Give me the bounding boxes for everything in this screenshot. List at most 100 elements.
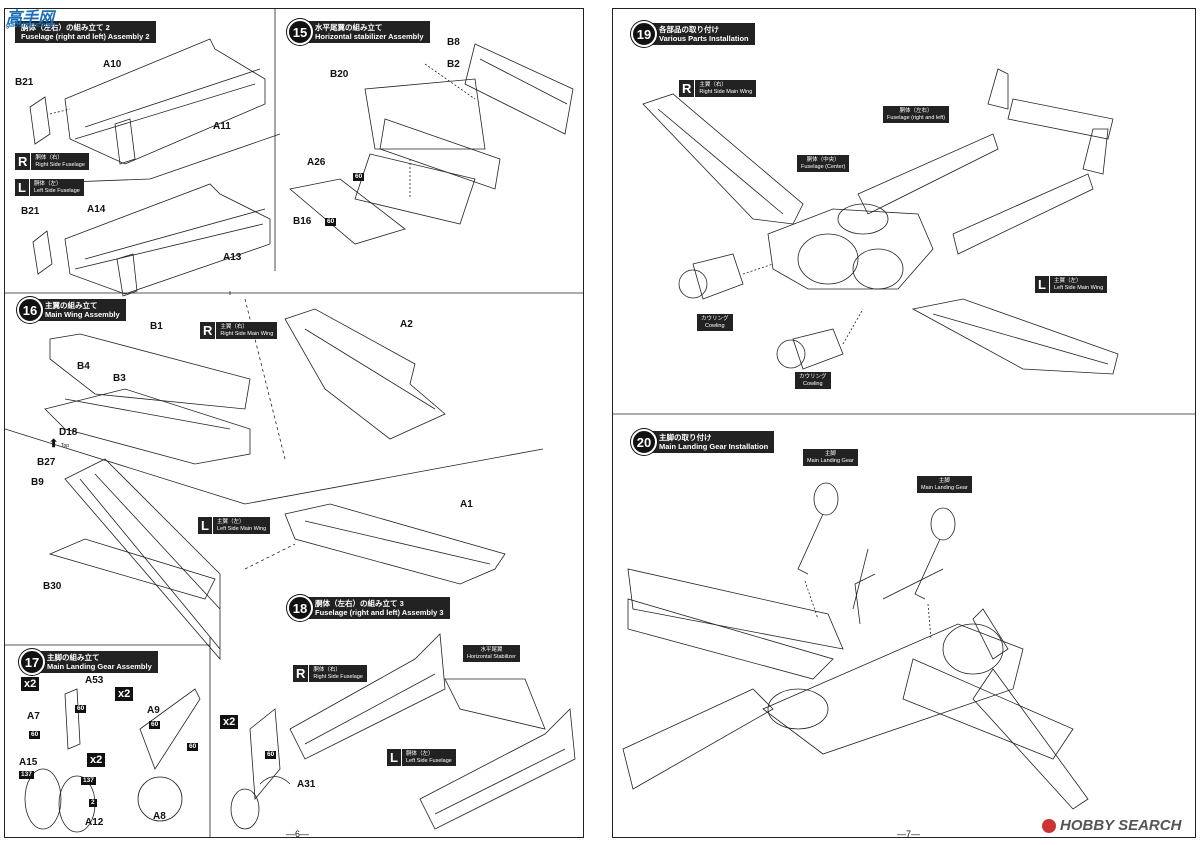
part-b1: B1 [150,321,163,332]
callout-en: Cowling [704,322,725,329]
tag-jp: 主翼（右） [699,82,727,88]
callout-jp: 胴体（中央） [806,157,840,163]
tag-left-fuselage: L 胴体（左）Left Side Fuselage [387,749,456,766]
tag-letter-l: L [15,179,30,196]
callout-main-landing-gear-2: 主脚 Main Landing Gear [917,476,972,493]
step15-header: 15 水平尾翼の組み立て Horizontal stabilizer Assem… [287,19,430,45]
multiplier-x2: x2 [220,715,239,729]
tag-en: Left Side Fuselage [405,757,452,764]
tag-en: Left Side Main Wing [1053,284,1104,291]
part-b4: B4 [77,361,90,372]
step18-number: 18 [287,595,313,621]
part-a11: A11 [213,121,231,132]
part-a31: A31 [297,779,316,790]
part-a26: A26 [307,157,326,168]
tag-jp: 主翼（左） [1053,278,1082,284]
part-a2: A2 [400,319,413,330]
tag-letter-l: L [198,517,213,534]
part-b30: B30 [43,581,62,592]
part-a14: A14 [87,204,106,215]
callout-main-landing-gear: 主脚 Main Landing Gear [803,449,858,466]
step14-title-en: Fuselage (right and left) Assembly 2 [21,32,150,41]
watermark-url-top: gaoshous.com [6,22,56,29]
arrow-up-icon: ⬆ [49,438,59,450]
callout-jp: カウリング [701,316,729,322]
callout-cowling: カウリング Cowling [697,314,733,331]
step20-title-en: Main Landing Gear Installation [659,442,769,451]
tag-letter-r: R [293,665,310,682]
callout-horizontal-stabilizer: 水平尾翼 Horizontal Stabilizer [463,645,520,662]
step20-title-jp: 主脚の取り付け [659,433,712,442]
callout-en: Fuselage (right and left) [887,114,946,121]
callout-jp: 主脚 [824,451,836,457]
callout-fuselage-center: 胴体（中央） Fuselage (Center) [797,155,850,172]
multiplier-x2: x2 [21,677,40,691]
part-a15: A15 [19,757,38,768]
step17-header: 17 主脚の組み立て Main Landing Gear Assembly [19,649,158,675]
step19-title-jp: 各部品の取り付け [659,25,719,34]
part-a10: A10 [103,59,122,70]
callout-en: Main Landing Gear [921,484,968,491]
tag-jp: 胴体（左） [405,751,434,757]
step15-title-jp: 水平尾翼の組み立て [315,23,383,32]
tag-jp: 主翼（右） [220,324,248,330]
paint-code-60: 60 [353,173,365,181]
step17-number: 17 [19,649,45,675]
watermark-brand-bottom: HOBBY SEARCH [1060,817,1182,834]
step20-number: 20 [631,429,657,455]
paint-code-2: 2 [89,799,97,807]
tag-en: Right Side Fuselage [313,673,363,680]
watermark-brand-top: 高手网 [6,10,55,27]
right-page-line-art [613,68,1195,810]
step16-title-en: Main Wing Assembly [45,310,120,319]
instruction-page-left: 胴体（左右）の組み立て 2 Fuselage (right and left) … [4,8,584,838]
step15-title-en: Horizontal stabilizer Assembly [315,32,424,41]
tag-en: Right Side Fuselage [35,161,85,168]
step17-title-en: Main Landing Gear Assembly [47,662,152,671]
multiplier-x2: x2 [115,687,134,701]
paint-code-60: 60 [325,218,337,226]
step16-title-jp: 主翼の組み立て [45,301,98,310]
tag-right-main-wing: R 主翼（右）Right Side Main Wing [679,80,757,97]
part-b20: B20 [330,69,349,80]
part-a13: A13 [223,252,242,263]
page-number-left: —6— [280,829,316,837]
hobbysearch-logo-icon [1042,818,1056,833]
paint-code-137: 137 [19,771,34,779]
tag-jp: 胴体（右） [313,667,341,673]
tag-right-fuselage: R 胴体（右）Right Side Fuselage [15,153,89,170]
step18-title-jp: 胴体（左右）の組み立て 3 [315,599,404,608]
step18-header: 18 胴体（左右）の組み立て 3 Fuselage (right and lef… [287,595,450,621]
part-a1: A1 [460,499,473,510]
tag-letter-r: R [200,322,217,339]
step14-title-jp: 胴体（左右）の組み立て 2 [21,23,110,32]
callout-jp: 水平尾翼 [480,647,503,653]
tag-jp: 胴体（右） [35,155,63,161]
tag-en: Right Side Main Wing [220,330,274,337]
tag-jp: 主翼（左） [216,519,245,525]
tag-en: Left Side Fuselage [33,187,80,194]
paint-code-60: 60 [265,751,277,759]
step14-header: 胴体（左右）の組み立て 2 Fuselage (right and left) … [15,21,156,43]
step16-header: 16 主翼の組み立て Main Wing Assembly [17,297,126,323]
step16-number: 16 [17,297,43,323]
step15-number: 15 [287,19,313,45]
part-d18: D18 [59,427,78,438]
top-note: Top [61,443,70,449]
tag-right-main-wing: R 主翼（右）Right Side Main Wing [200,322,278,339]
part-a12: A12 [85,817,104,828]
callout-en: Main Landing Gear [807,457,854,464]
paint-code-137: 137 [81,777,96,785]
callout-jp: カウリング [799,374,827,380]
callout-jp: 主脚 [938,478,950,484]
callout-jp: 胴体（左右） [899,108,933,114]
left-page-line-art [5,9,583,837]
tag-en: Right Side Main Wing [699,88,753,95]
page-number-right: —7— [891,829,927,837]
step19-number: 19 [631,21,657,47]
step17-title-jp: 主脚の組み立て [47,653,100,662]
callout-en: Fuselage (Center) [801,163,846,170]
watermark-hobbysearch: HOBBY SEARCH [1042,817,1181,834]
part-b16: B16 [293,216,312,227]
part-b27: B27 [37,457,56,468]
